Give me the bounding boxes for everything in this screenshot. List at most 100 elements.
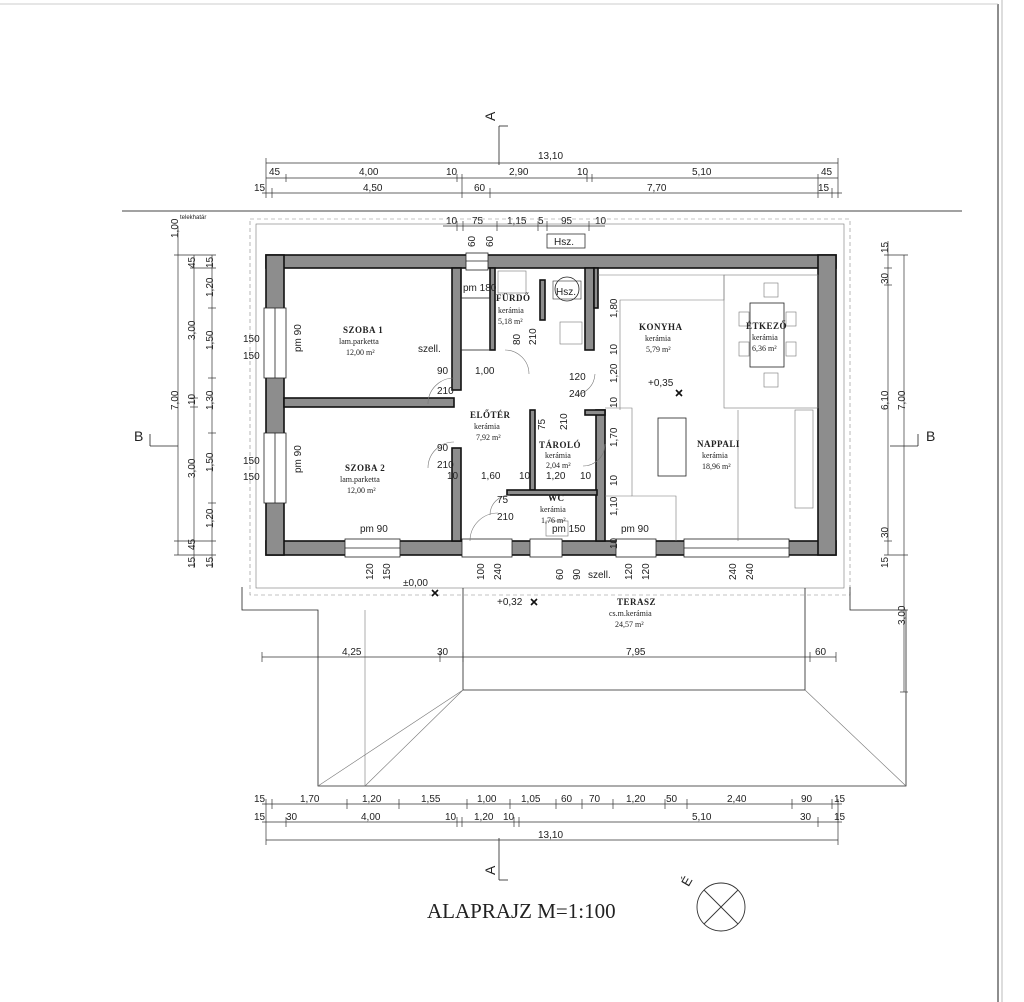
dimension-label: kerámia [752, 333, 778, 342]
dimension-label: 30 [880, 272, 891, 284]
dimension-label: 1,00 [477, 794, 497, 805]
room-eloter: ELŐTÉR kerámia 7,92 m² [470, 410, 511, 442]
dimension-label: 10 [446, 167, 458, 178]
dimension-label: kerámia [498, 306, 524, 315]
section-b-right: B [926, 428, 935, 444]
dimension-label: 120 [569, 372, 586, 383]
dimension-label: 75 [497, 495, 509, 506]
room-tarolo: TÁROLÓ kerámia 2,04 m² [539, 440, 581, 470]
dimension-label: 4,50 [363, 183, 383, 194]
dimension-label: pm 90 [293, 324, 304, 352]
section-line-a: A A [482, 111, 508, 881]
dimension-label: pm 90 [360, 524, 388, 535]
dimension-label: 210 [559, 413, 570, 430]
dimension-label: 150 [243, 351, 260, 362]
top-dimensions: 13,10 45 4,00 10 2,90 10 5,10 45 15 4,50… [254, 151, 842, 249]
dimension-label: SZOBA 1 [343, 325, 383, 335]
dimension-label: 15 [880, 241, 891, 253]
dimension-label: 3,00 [187, 320, 198, 340]
dimension-label: 15 [254, 183, 266, 194]
dimension-label: kerámia [540, 505, 566, 514]
dimension-label: 1,60 [481, 471, 501, 482]
dimension-label: 7,70 [647, 183, 667, 194]
dimension-label: ELŐTÉR [470, 410, 511, 420]
dimension-label: 75 [472, 216, 484, 227]
dimension-label: 5,10 [692, 167, 712, 178]
dimension-label: lam.parketta [340, 475, 380, 484]
dimension-label: 4,00 [359, 167, 379, 178]
dimension-label: 1,70 [609, 427, 620, 447]
boundary-label: telekhatár [180, 215, 206, 221]
dimension-label: 1,00 [475, 366, 495, 377]
dimension-label: NAPPALI [697, 439, 740, 449]
dimension-label: 10 [187, 393, 198, 405]
dimension-label: 15 [187, 556, 198, 568]
dimension-label: cs.m.kerámia [609, 609, 652, 618]
dimension-label: 1,50 [205, 452, 216, 472]
north-arrow-icon: É [678, 873, 746, 932]
dimension-label: 18,96 m² [702, 462, 731, 471]
door-swings [427, 349, 606, 542]
dimension-label: 1,20 [546, 471, 566, 482]
dimension-label: kerámia [702, 451, 728, 460]
dimension-label: 10 [609, 396, 620, 408]
dimension-label: lam.parketta [339, 337, 379, 346]
dimension-label: 15 [834, 812, 846, 823]
dimension-label: ÉTKEZŐ [746, 321, 787, 331]
dimension-label: 45 [269, 167, 281, 178]
room-furdo: FÜRDŐ kerámia 5,18 m² [496, 293, 530, 326]
level-markers: +0,35 ±0,00 +0,32 [403, 378, 683, 608]
dimension-label: 150 [243, 472, 260, 483]
dimension-label: 10 [609, 537, 620, 549]
dimension-label: TERASZ [617, 597, 656, 607]
dimension-label: 1,00 [170, 218, 181, 238]
bottom-dimensions: 15 1,70 1,20 1,55 1,00 1,05 60 70 1,20 5… [254, 794, 846, 845]
dimension-label: 2,04 m² [546, 461, 571, 470]
dimension-label: 120 [641, 563, 652, 580]
dimension-label: 10 [609, 474, 620, 486]
room-nappali: NAPPALI kerámia 18,96 m² [697, 439, 740, 471]
dimension-label: 60 [815, 647, 827, 658]
dimension-label: 5,10 [692, 812, 712, 823]
dimension-label: 1,20 [205, 508, 216, 528]
dimension-label: +0,35 [648, 378, 674, 389]
room-konyha: KONYHA kerámia 5,79 m² [639, 322, 682, 354]
dimension-label: kerámia [545, 451, 571, 460]
room-etkezo: ÉTKEZŐ kerámia 6,36 m² [746, 321, 787, 353]
dimension-label: 6,10 [880, 390, 891, 410]
dimension-label: 1,20 [609, 363, 620, 383]
dimension-label: Hsz. [554, 237, 574, 248]
dimension-label: 10 [447, 471, 459, 482]
dimension-label: 5 [538, 216, 544, 227]
left-dimensions: 1,00 7,00 45 3,00 10 3,00 45 15 15 1,20 … [170, 218, 216, 568]
dimension-label: 100 [476, 563, 487, 580]
dimension-label: 240 [745, 563, 756, 580]
dimension-label: 5,79 m² [646, 345, 671, 354]
section-b-left: B [134, 428, 143, 444]
right-dimensions: 15 30 6,10 7,00 30 15 3,00 [880, 241, 908, 693]
dimension-label: 10 [446, 216, 458, 227]
dimension-label: 15 [205, 556, 216, 568]
dimension-label: 1,80 [609, 298, 620, 318]
dimension-label: 15 [205, 256, 216, 268]
dimension-label: 7,92 m² [476, 433, 501, 442]
dimension-label: 120 [624, 563, 635, 580]
dimension-label: szell. [418, 344, 441, 355]
dimension-label: 10 [519, 471, 531, 482]
dimension-label: 240 [728, 563, 739, 580]
dimension-label: 30 [286, 812, 298, 823]
dimension-label: 45 [187, 256, 198, 268]
dimension-label: 5,18 m² [498, 317, 523, 326]
dimension-label: 6,36 m² [752, 344, 777, 353]
dimension-label: 10 [609, 343, 620, 355]
dimension-label: 7,00 [897, 390, 908, 410]
dimension-label: pm 150 [552, 524, 586, 535]
inner-dimension-labels: pm 180 Hsz. szell. szell. pm 90 pm 90 pm… [243, 280, 756, 581]
page-title: ALAPRAJZ M=1:100 [427, 899, 616, 923]
section-a-top: A [482, 111, 498, 121]
dimension-label: 12,00 m² [346, 348, 375, 357]
dimension-label: 1,20 [205, 277, 216, 297]
dimension-label: kerámia [645, 334, 671, 343]
dimension-label: 30 [437, 647, 449, 658]
